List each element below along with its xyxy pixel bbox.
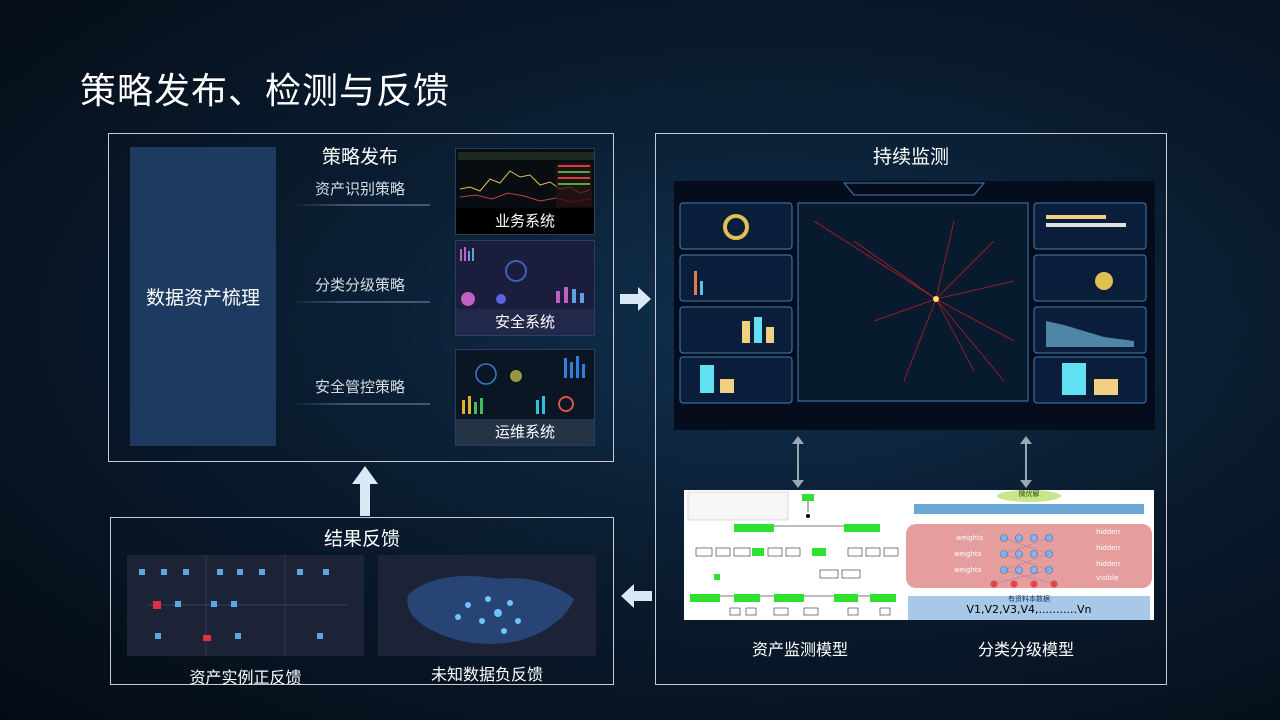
nn-layer-label: weights (954, 550, 982, 558)
strategy-label-asset-identification: 资产识别策略 (314, 180, 405, 198)
topology-graphic (127, 555, 364, 656)
data-asset-source-box: 数据资产梳理 (130, 147, 276, 446)
strategy-connector (290, 301, 430, 303)
nn-layer-label: weights (954, 566, 982, 574)
strategy-connector (290, 403, 430, 405)
double-arrow-icon (1020, 436, 1032, 488)
classification-model-label: 分类分级模型 (977, 640, 1074, 659)
nn-layer-label: visible (1096, 574, 1119, 582)
nn-layer-label: weights (956, 534, 984, 542)
decision-tree-graphic (687, 491, 899, 616)
nn-layer-label: hidden (1096, 528, 1121, 536)
monitoring-dashboard-image (674, 181, 1155, 430)
arrow-left-icon (621, 584, 652, 608)
arrow-up-icon (352, 466, 378, 516)
security-system-thumbnail: 安全系统 (455, 240, 595, 336)
business-system-thumbnail: 业务系统 (455, 148, 595, 235)
unknown-data-map-image (378, 555, 596, 656)
asset-monitoring-model-image (684, 490, 912, 620)
feedback-section-label: 结果反馈 (323, 528, 400, 550)
ops-system-label: 运维系统 (456, 419, 594, 445)
security-dashboard-image (456, 241, 594, 311)
publish-section-label: 策略发布 (321, 146, 398, 168)
strategy-label-security-control: 安全管控策略 (314, 378, 405, 396)
neural-network-graphic (906, 490, 1152, 620)
business-system-label: 业务系统 (456, 208, 594, 234)
strategy-connector (290, 204, 430, 206)
monitor-panel (655, 133, 1167, 685)
positive-feedback-label: 资产实例正反馈 (189, 668, 302, 687)
nn-layer-label: hidden (1096, 560, 1121, 568)
data-asset-source-label: 数据资产梳理 (145, 287, 260, 309)
china-map-graphic (378, 555, 596, 656)
double-arrow-icon (792, 436, 804, 488)
nn-input-caption: 有资料本数据 (1008, 595, 1050, 603)
dashboard-graphic (674, 181, 1155, 430)
monitor-section-label: 持续监测 (872, 146, 949, 168)
arrow-right-icon (620, 287, 651, 311)
asset-monitoring-model-label: 资产监测模型 (751, 640, 848, 659)
nn-layer-label: hidden (1096, 544, 1121, 552)
ops-dashboard-image (456, 350, 594, 422)
strategy-label-classification: 分类分级策略 (314, 276, 405, 294)
page-title: 策略发布、检测与反馈 (80, 71, 451, 112)
nn-input-vector: V1,V2,V3,V4,...........Vn (966, 603, 1092, 616)
publish-panel (108, 133, 614, 462)
trading-chart-image (456, 149, 594, 211)
ops-system-thumbnail: 运维系统 (455, 349, 595, 446)
classification-model-image: 微优解 weights weights weights hidden hidde… (904, 490, 1154, 620)
feedback-panel (110, 517, 614, 685)
nn-top-label: 微优解 (1018, 490, 1040, 498)
negative-feedback-label: 未知数据负反馈 (430, 665, 543, 684)
security-system-label: 安全系统 (456, 309, 594, 335)
asset-instance-topology-image (127, 555, 364, 656)
